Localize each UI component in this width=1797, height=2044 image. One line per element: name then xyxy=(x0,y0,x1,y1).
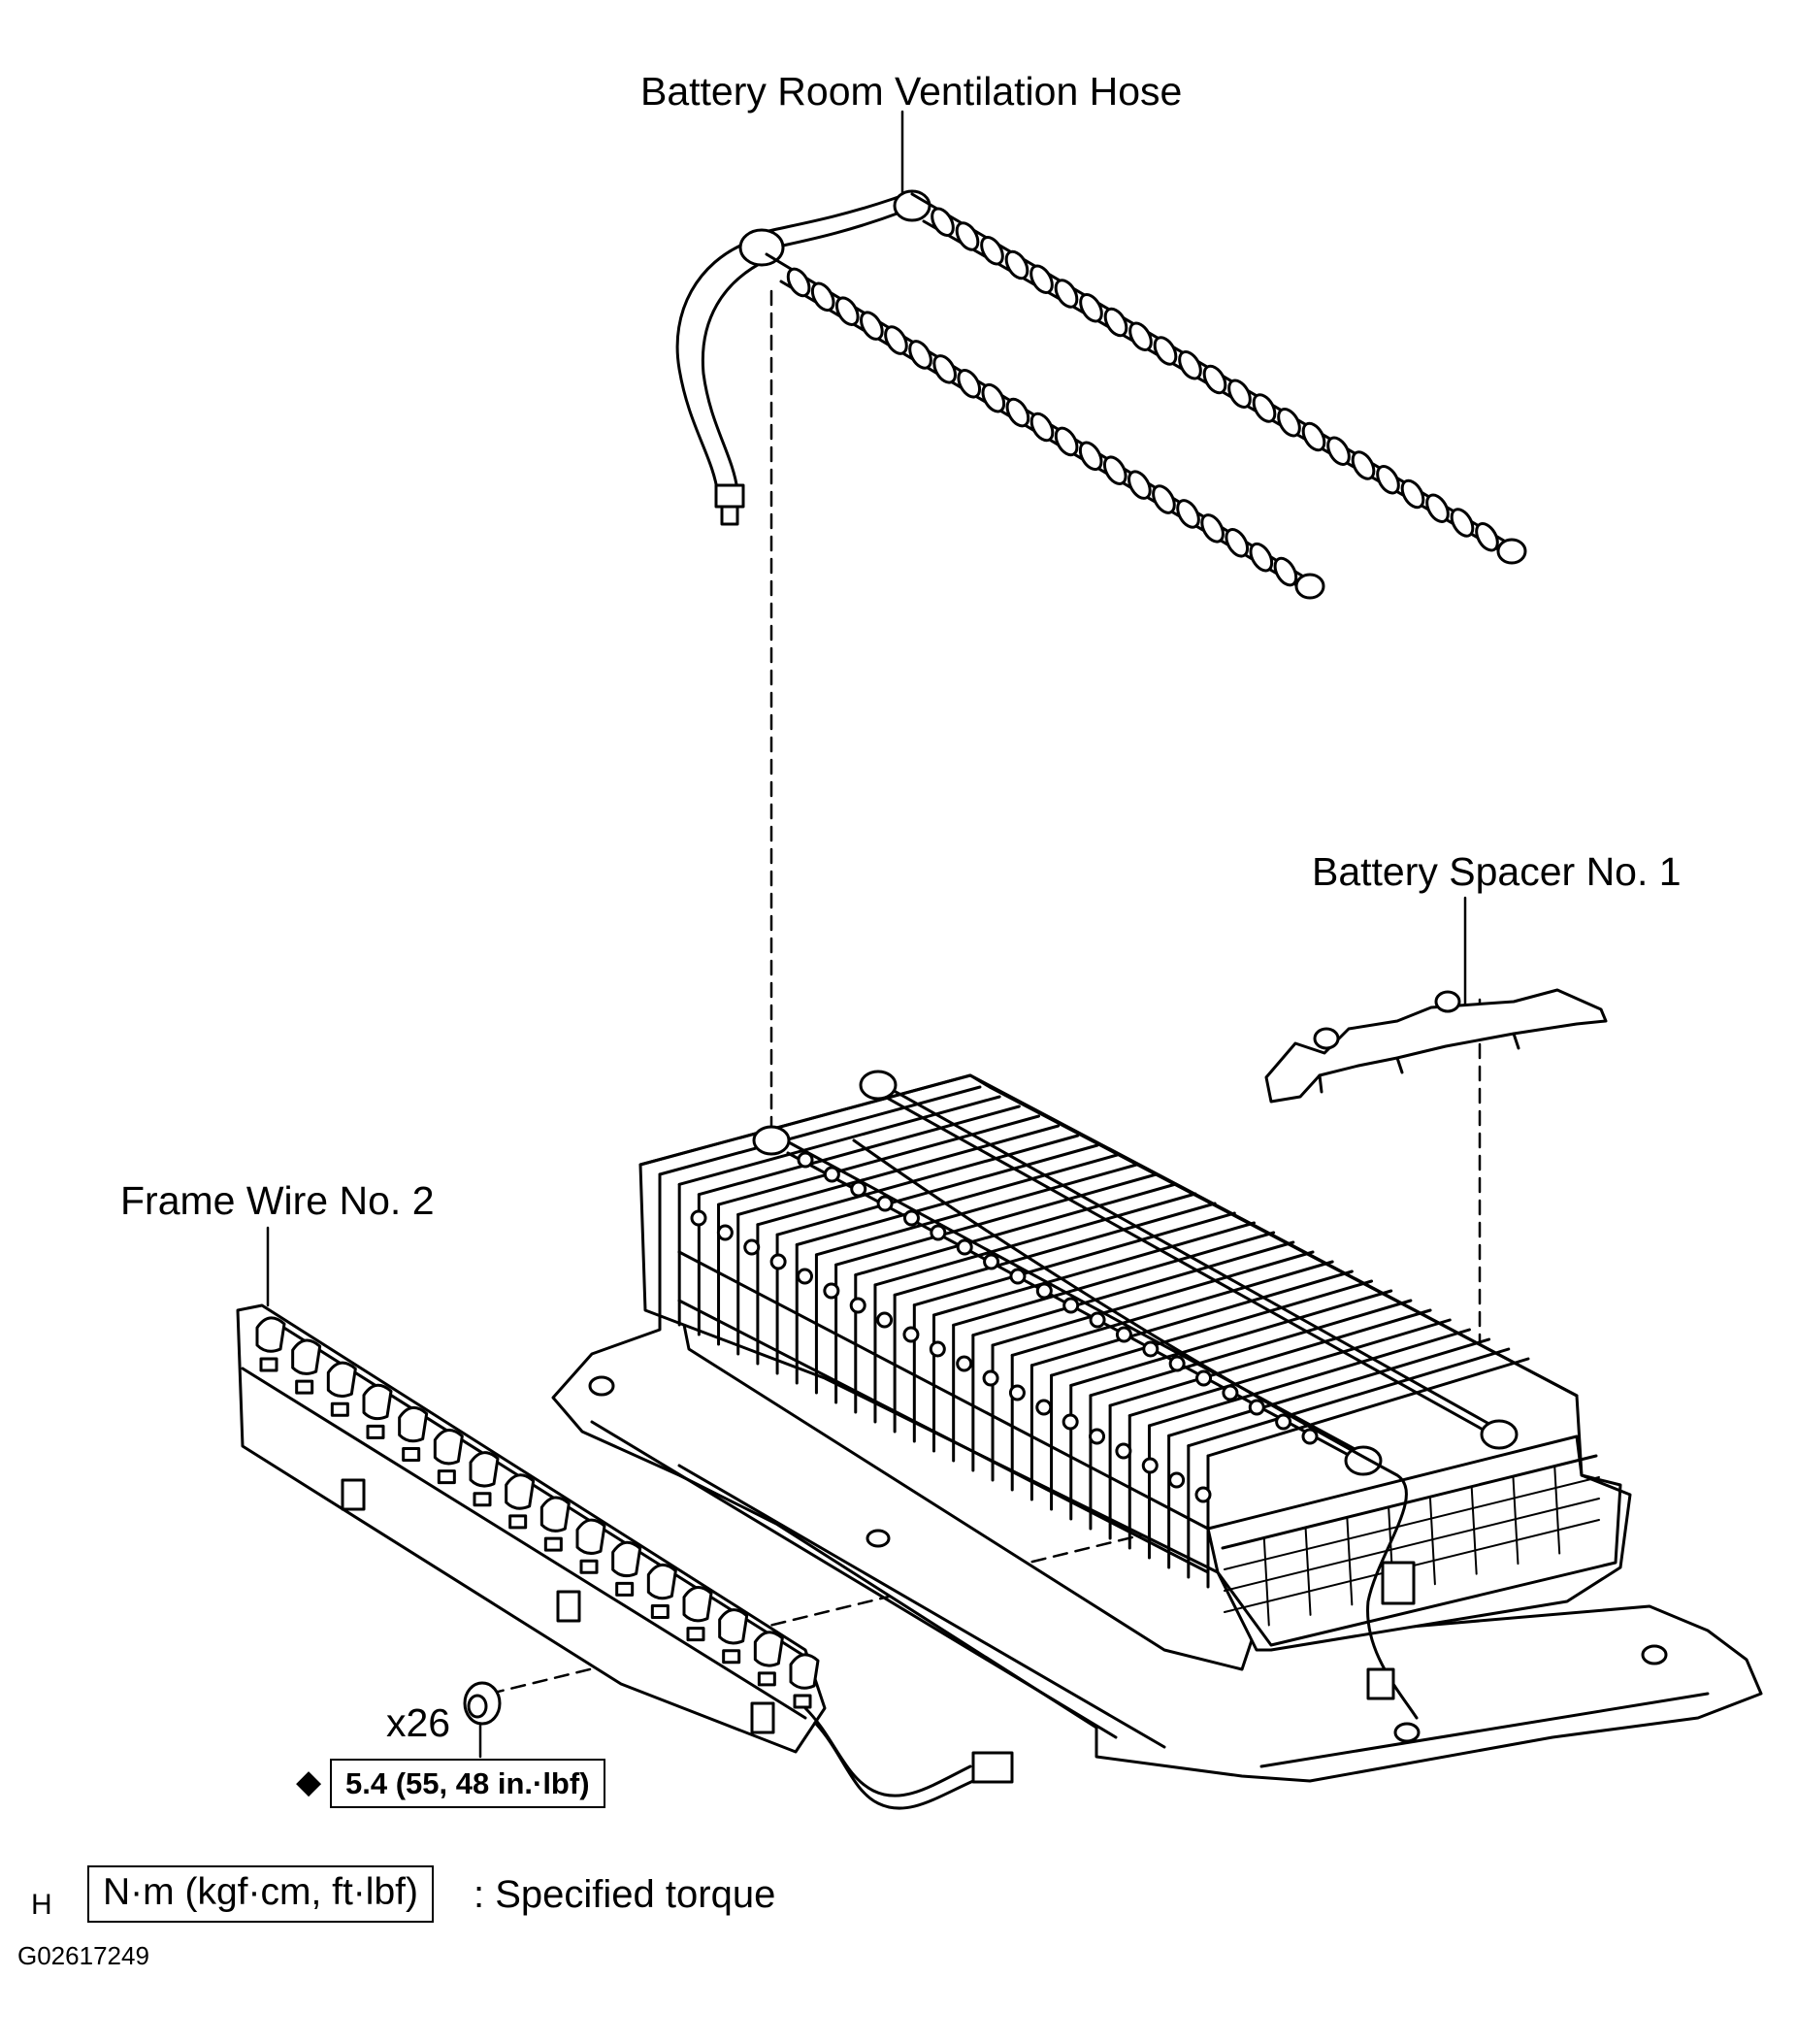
end-plate-ribs xyxy=(1224,1465,1600,1627)
legend-units-box: N·m (kgf·cm, ft·lbf) xyxy=(87,1865,434,1923)
leader-lines xyxy=(266,110,1467,1759)
torque-marker-icon: ◆ xyxy=(296,1764,322,1800)
callout-battery-spacer: Battery Spacer No. 1 xyxy=(1312,849,1682,894)
legend-description: : Specified torque xyxy=(474,1873,776,1916)
legend-prefix: H xyxy=(31,1889,52,1921)
torque-spec-box: 5.4 (55, 48 in.·lbf) xyxy=(330,1759,605,1808)
figure-code: G02617249 xyxy=(17,1941,149,1970)
battery-cells xyxy=(658,1085,1530,1589)
callout-frame-wire: Frame Wire No. 2 xyxy=(120,1178,435,1223)
cell-terminals xyxy=(690,1151,1319,1503)
frame-wire-clips xyxy=(255,1316,820,1709)
nut-icon xyxy=(463,1681,502,1726)
quantity-label: x26 xyxy=(386,1700,451,1745)
hose-ribs xyxy=(786,207,1499,587)
ventilation-hose xyxy=(675,189,1527,600)
callout-ventilation-hose: Battery Room Ventilation Hose xyxy=(640,69,1183,114)
battery-spacer xyxy=(1264,988,1608,1104)
